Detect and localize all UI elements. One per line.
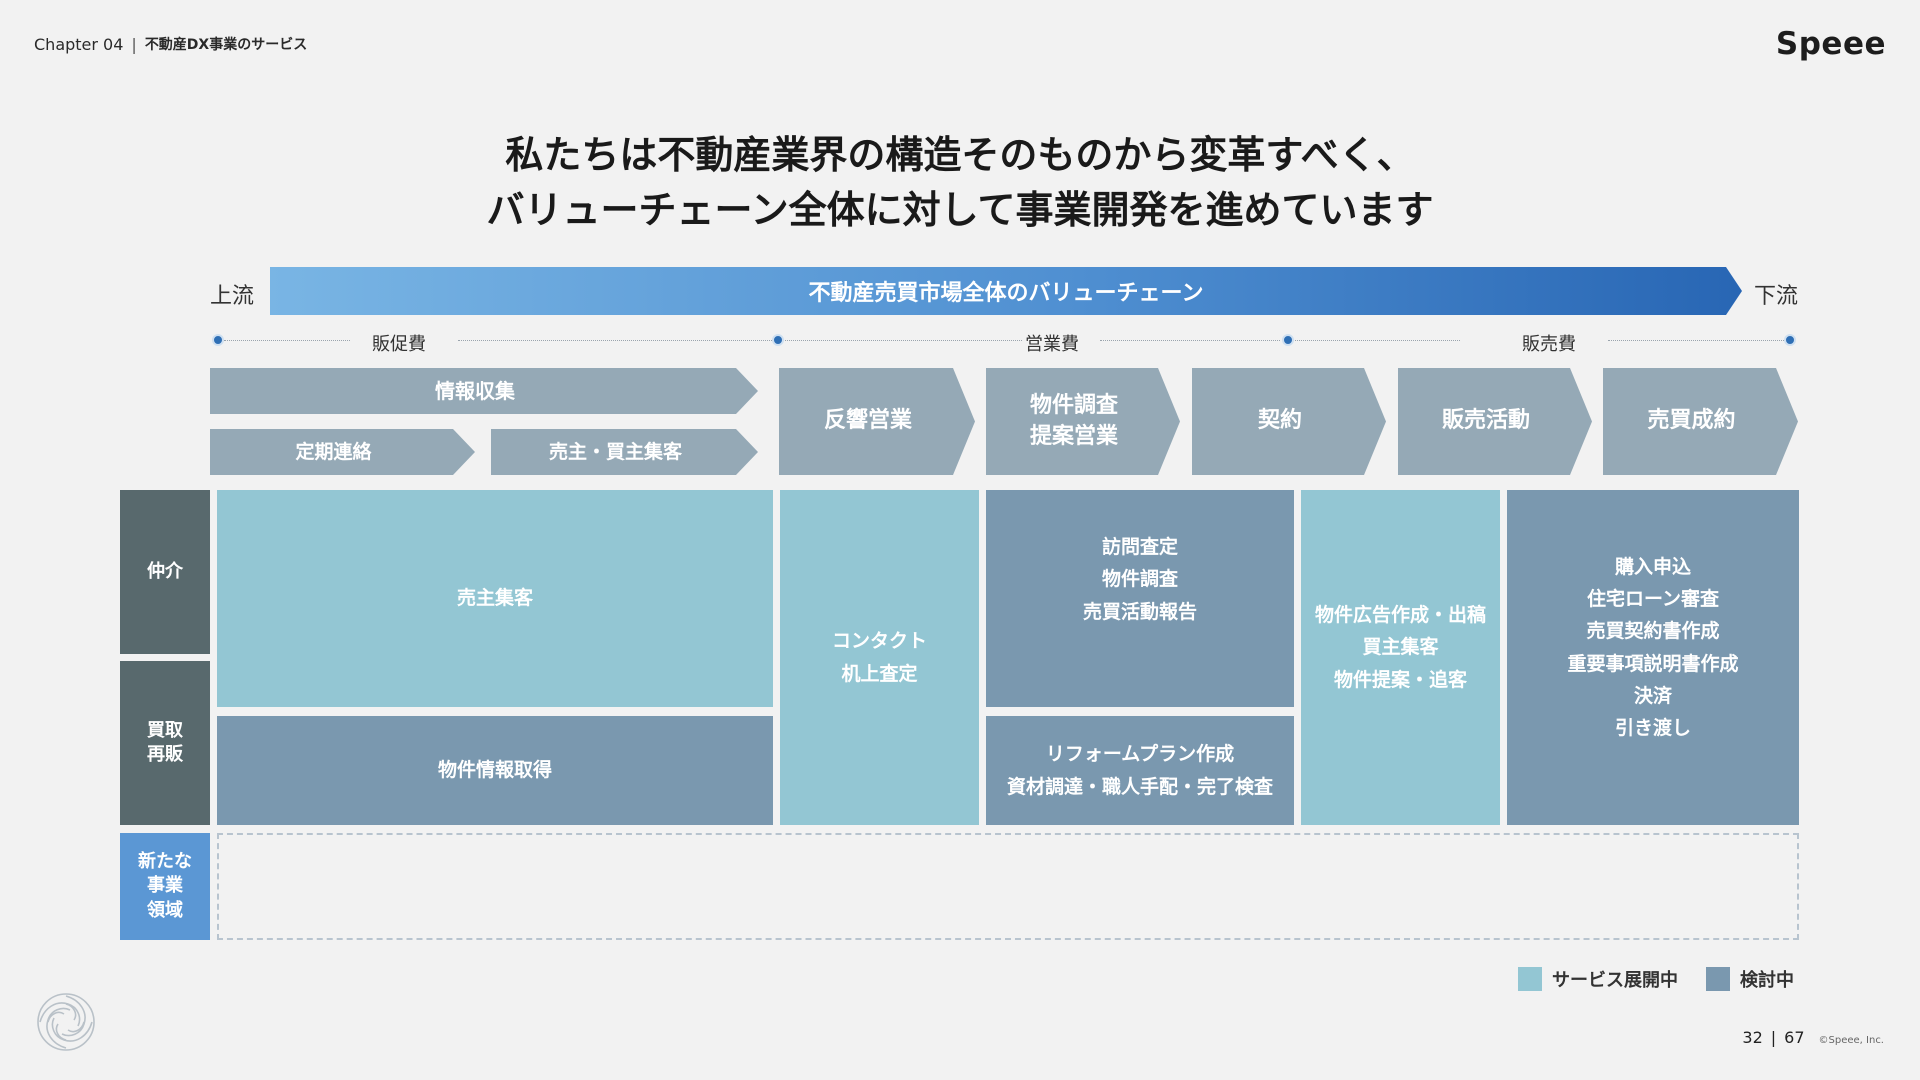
chapter-label: Chapter 04 — [34, 34, 124, 54]
process-label: 情報収集 — [435, 379, 515, 403]
cost-line-segment — [1608, 340, 1788, 341]
cost-line-segment — [224, 340, 350, 341]
cell-label: リフォームプラン作成 — [1045, 743, 1235, 766]
cell-label: 物件情報取得 — [437, 759, 552, 782]
process-response-sales: 反響営業 — [779, 368, 975, 475]
cell-label: 資材調達・職人手配・完了検査 — [1006, 775, 1273, 798]
process-closing: 売買成約 — [1603, 368, 1798, 475]
process-seller-buyer-acquisition: 売主・買主集客 — [491, 429, 758, 475]
upstream-label: 上流 — [210, 284, 255, 309]
process-property-survey: 物件調査 提案営業 — [986, 368, 1180, 475]
downstream-label: 下流 — [1754, 284, 1799, 309]
cost-marker-dot — [1282, 334, 1294, 346]
row-header-new-domain: 新たな 事業 領域 — [120, 833, 210, 940]
legend-swatch-active — [1518, 967, 1542, 991]
row-header-buyback: 買取 再販 — [120, 661, 210, 825]
process-label: 提案営業 — [1029, 423, 1118, 449]
cell-property-info: 物件情報取得 — [217, 716, 773, 825]
cell-label: コンタクト — [831, 630, 927, 653]
cell-label: 引き渡し — [1614, 717, 1691, 740]
process-regular-contact: 定期連絡 — [210, 429, 475, 475]
cell-label: 机上査定 — [841, 662, 918, 685]
legend-item-active: サービス展開中 — [1518, 966, 1678, 992]
chapter-separator: | — [131, 34, 137, 54]
cell-label: 物件広告作成・出稿 — [1314, 604, 1486, 627]
cell-closing-process: 購入申込 住宅ローン審査 売買契約書作成 重要事項説明書作成 決済 引き渡し — [1507, 490, 1799, 825]
row-header-label: 買取 — [147, 719, 183, 741]
page-separator: | — [1770, 1028, 1777, 1047]
cell-visit-assessment: 訪問査定 物件調査 売買活動報告 — [986, 490, 1294, 707]
process-sales-activity: 販売活動 — [1398, 368, 1592, 475]
row-header-label: 事業 — [147, 875, 183, 897]
cell-label: 売主集客 — [456, 587, 533, 610]
cost-marker-dot — [1784, 334, 1796, 346]
page-footer: 32 | 67 ©Speee, Inc. — [1742, 1028, 1884, 1047]
cost-marker-dot — [212, 334, 224, 346]
cell-property-ad: 物件広告作成・出稿 買主集客 物件提案・追客 — [1301, 490, 1500, 825]
page-number: 32 — [1742, 1028, 1763, 1047]
cell-label: 売買活動報告 — [1082, 600, 1197, 623]
cell-label: 物件調査 — [1101, 568, 1178, 591]
row-header-brokerage: 仲介 — [120, 490, 210, 654]
process-label: 定期連絡 — [295, 440, 372, 463]
legend-label-active: サービス展開中 — [1552, 970, 1678, 991]
cell-seller-acquisition: 売主集客 — [217, 490, 773, 707]
process-label: 反響営業 — [823, 408, 912, 434]
cell-label: 売買契約書作成 — [1586, 620, 1720, 643]
section-label: 不動産DX事業のサービス — [144, 37, 308, 53]
row-header-label: 領域 — [147, 899, 183, 921]
cell-label: 住宅ローン審査 — [1586, 587, 1720, 610]
process-label: 売主・買主集客 — [548, 440, 682, 463]
process-label: 売買成約 — [1647, 408, 1736, 434]
cost-line-segment — [1100, 340, 1280, 341]
row-header-label: 仲介 — [147, 560, 183, 582]
brand-logo-text: Speee — [1775, 26, 1886, 62]
cell-label: 買主集客 — [1362, 636, 1439, 659]
cost-line-segment — [782, 340, 1022, 341]
legend-swatch-planned — [1706, 967, 1730, 991]
cost-label-sales: 販売費 — [1522, 334, 1576, 355]
process-label: 販売活動 — [1441, 408, 1530, 434]
legend-item-planned: 検討中 — [1706, 966, 1794, 992]
cost-line-segment — [458, 340, 774, 341]
cell-label: 訪問査定 — [1101, 536, 1178, 559]
cost-label-operating: 営業費 — [1025, 334, 1079, 355]
process-contract: 契約 — [1192, 368, 1386, 475]
copyright: ©Speee, Inc. — [1818, 1035, 1884, 1046]
cost-line-segment — [1290, 340, 1460, 341]
legend-label-planned: 検討中 — [1740, 970, 1794, 991]
page-title: 私たちは不動産業界の構造そのものから変革すべく、 バリューチェーン全体に対して事… — [0, 128, 1920, 238]
cell-label: 重要事項説明書作成 — [1567, 652, 1739, 675]
cell-label: 決済 — [1633, 684, 1672, 707]
value-chain-banner-label: 不動産売買市場全体のバリューチェーン — [808, 281, 1204, 306]
cost-label-promotion: 販促費 — [372, 334, 426, 355]
process-label: 物件調査 — [1029, 392, 1118, 418]
row-header-label: 新たな — [138, 851, 192, 873]
title-line-2: バリューチェーン全体に対して事業開発を進めています — [486, 188, 1434, 233]
value-chain-banner: 不動産売買市場全体のバリューチェーン — [270, 267, 1742, 315]
process-info-collection: 情報収集 — [210, 368, 758, 414]
swirl-logo-icon — [37, 993, 95, 1051]
new-domain-area — [217, 833, 1799, 940]
cell-reform: リフォームプラン作成 資材調達・職人手配・完了検査 — [986, 716, 1294, 825]
cell-label: 購入申込 — [1614, 555, 1691, 578]
cell-contact: コンタクト 机上査定 — [780, 490, 979, 825]
row-header-label: 再販 — [147, 744, 183, 765]
process-label: 契約 — [1257, 408, 1302, 434]
page-total: 67 — [1784, 1028, 1805, 1047]
title-line-1: 私たちは不動産業界の構造そのものから変革すべく、 — [505, 133, 1415, 177]
chapter-header: Chapter 04 | 不動産DX事業のサービス — [34, 34, 307, 54]
cell-label: 物件提案・追客 — [1333, 668, 1467, 691]
cost-marker-dot — [772, 334, 784, 346]
